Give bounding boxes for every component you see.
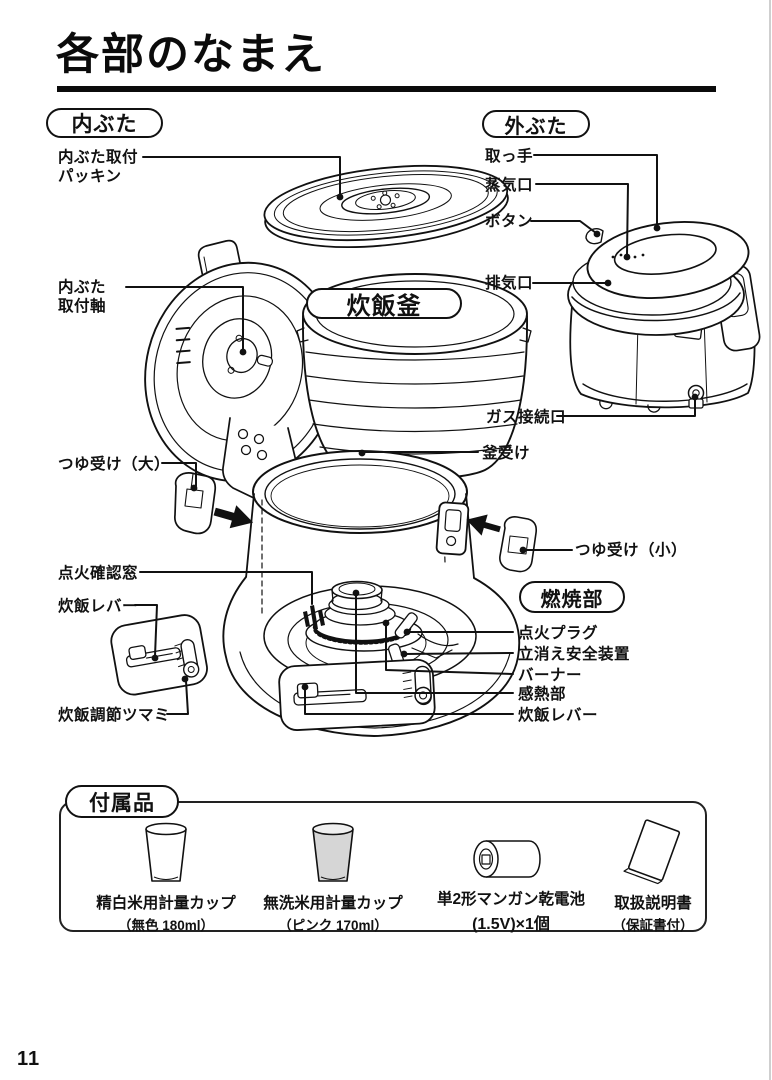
measuring-cup-pink-icon xyxy=(304,818,362,888)
measuring-cup-clear-icon xyxy=(137,818,195,888)
label-inner-lid-shaft: 内ぶた 取付軸 xyxy=(58,279,107,315)
accessory-item: 取扱説明書 （保証書付） xyxy=(563,818,743,934)
accessory-spec: （ピンク 170ml） xyxy=(278,918,388,933)
label-exhaust-vent: 排気口 xyxy=(485,275,534,292)
label-cooking-lever-right: 炊飯レバー xyxy=(518,707,599,724)
page-number: 11 xyxy=(17,1048,41,1070)
label-drip-catcher-large: つゆ受け（大） xyxy=(58,456,171,473)
accessory-spec: （保証書付） xyxy=(612,918,694,933)
leader-lines xyxy=(125,154,696,715)
accessory-name: 精白米用計量カップ xyxy=(96,895,236,912)
arrow-right-icon xyxy=(213,505,254,529)
accessory-item: 精白米用計量カップ （無色 180ml） xyxy=(76,818,256,934)
accessory-name: 無洗米用計量カップ xyxy=(263,895,403,912)
page-title: 各部のなまえ xyxy=(56,31,326,79)
label-drip-catcher-small: つゆ受け（小） xyxy=(575,542,688,559)
label-cooking-adjust-knob: 炊飯調節ツマミ xyxy=(58,707,171,724)
manual-icon xyxy=(621,818,685,888)
page-edge-line xyxy=(769,0,771,1080)
drip-catcher-small-art xyxy=(499,516,538,573)
main-body-art xyxy=(222,450,521,737)
accessory-spec: （無色 180ml） xyxy=(117,918,215,933)
section-pill-inner-lid: 内ぶた xyxy=(46,108,163,138)
accessory-name: 取扱説明書 xyxy=(614,895,692,912)
label-burner: バーナー xyxy=(518,667,583,684)
accessory-spec: (1.5V)×1個 xyxy=(472,916,550,933)
battery-icon xyxy=(469,818,553,884)
section-pill-rice-pot: 炊飯釜 xyxy=(306,288,462,320)
accessory-item: 無洗米用計量カップ （ピンク 170ml） xyxy=(243,818,423,934)
label-cooking-lever-left: 炊飯レバー xyxy=(58,598,139,615)
accessory-name: 単2形マンガン乾電池 xyxy=(436,891,586,908)
label-inner-lid-packing: 内ぶた取付 パッキン xyxy=(58,149,139,185)
cooker-art xyxy=(567,221,761,413)
leader-dots xyxy=(151,193,699,691)
label-heat-sensor: 感熱部 xyxy=(518,686,567,703)
label-gas-connection: ガス接続口 xyxy=(486,409,567,426)
label-handle: 取っ手 xyxy=(485,148,534,165)
section-pill-accessories: 付属品 xyxy=(65,785,179,818)
label-ignition-window: 点火確認窓 xyxy=(58,565,139,582)
label-ignition-plug: 点火プラグ xyxy=(518,625,599,642)
label-steam-vent: 蒸気口 xyxy=(485,177,534,194)
section-pill-burner: 燃焼部 xyxy=(519,581,625,613)
arrow-left-icon xyxy=(466,514,501,536)
title-underline xyxy=(57,86,716,92)
section-pill-outer-lid: 外ぶた xyxy=(482,110,590,138)
label-button: ボタン xyxy=(485,213,534,230)
lever-unit-art xyxy=(110,614,208,696)
label-flame-failure-device: 立消え安全装置 xyxy=(518,646,631,663)
inner-lid-art xyxy=(263,165,509,248)
label-pot-receiver: 釜受け xyxy=(482,445,531,462)
drip-catcher-large-art xyxy=(174,472,217,535)
